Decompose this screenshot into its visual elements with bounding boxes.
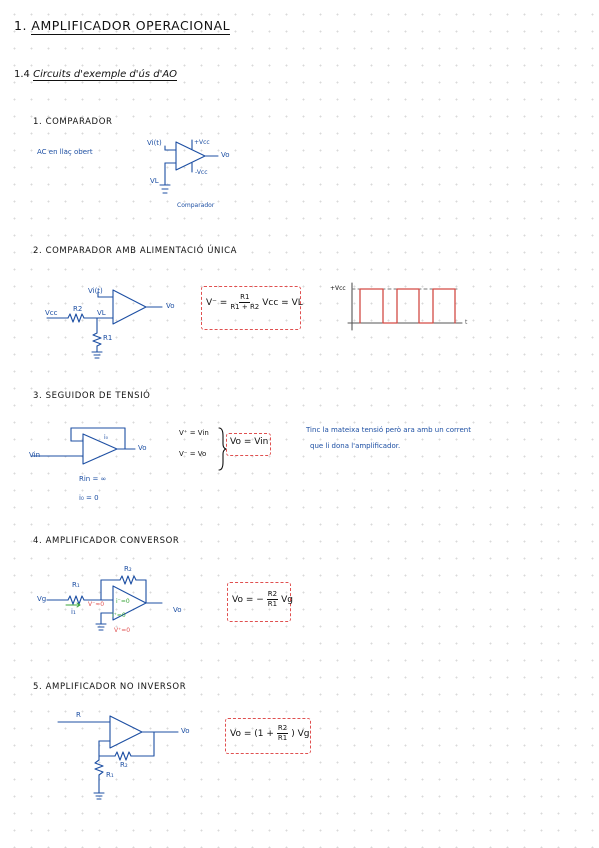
- inverting-rf-label: R₂: [124, 565, 132, 573]
- follower-condition-vminus: V⁻ = Vo: [179, 450, 207, 458]
- page-title: 1. AMPLIFICADOR OPERACIONAL: [14, 18, 231, 35]
- single-supply-vcc-label: Vcc: [45, 309, 58, 317]
- inverting-vminus-label: V⁻≈0: [88, 601, 105, 608]
- follower-rin-label: Rin = ∞: [79, 475, 107, 483]
- single-supply-equation-box: [201, 286, 301, 330]
- follower-io-zero-label: i₀ = 0: [79, 494, 99, 502]
- follower-condition-vplus: V⁺ = Vin: [179, 429, 209, 437]
- inverting-amplifier-circuit: [46, 575, 163, 631]
- inverting-vplus-label: V⁺=0: [114, 627, 131, 634]
- inverting-iminus-label: i⁻=0: [116, 598, 130, 605]
- follower-output-label: Vo: [138, 444, 147, 452]
- comparator-input-label: Vi(t): [147, 139, 162, 147]
- subtitle: 1.4 Circuits d'exemple d'ús d'AO: [14, 69, 178, 81]
- section-heading-comparador: 1. COMPARADOR: [33, 117, 113, 127]
- non-inverting-r1-label: R₁: [106, 771, 114, 779]
- inverting-current-arrows: [65, 602, 81, 608]
- follower-brace: [218, 427, 227, 471]
- follower-equation-box: [226, 433, 271, 456]
- section-heading-seguidor: 3. SEGUIDOR DE TENSIÓ: [33, 391, 151, 401]
- comparator-vcc-neg-label: -Vcc: [195, 169, 208, 176]
- follower-note-line-2: que li dona l'amplificador.: [310, 442, 401, 450]
- non-inverting-r2-label: R₂: [120, 761, 128, 769]
- inverting-i1-label: i₁: [71, 608, 76, 616]
- follower-equation: Vo = Vin: [230, 437, 269, 447]
- inverting-equation-box: [227, 582, 291, 622]
- non-inverting-output-label: Vo: [181, 727, 190, 735]
- plot-time-axis-label: t: [465, 319, 468, 326]
- follower-input-label: Vin: [29, 451, 41, 459]
- comparator-caption: Comparador: [177, 202, 215, 209]
- plot-vcc-label: +Vcc: [330, 285, 346, 292]
- comparator-output-label: Vo: [221, 151, 230, 159]
- follower-current-label: i₀: [104, 434, 109, 441]
- section-heading-conversor: 4. AMPLIFICADOR CONVERSOR: [33, 536, 180, 546]
- section-heading-comparador-alimentacio: 2. COMPARADOR AMB ALIMENTACIÓ ÚNICA: [33, 246, 238, 256]
- square-wave-plot: [347, 282, 463, 331]
- single-supply-r2-label: R2: [73, 305, 83, 313]
- single-supply-output-label: Vo: [166, 302, 175, 310]
- single-supply-vl-label: VL: [97, 309, 106, 317]
- comparator-circuit: [159, 139, 219, 194]
- inverting-iplus-label: i⁺=0: [112, 612, 126, 619]
- inverting-r1-label: R₁: [72, 581, 80, 589]
- single-supply-comparator-circuit: [46, 289, 163, 359]
- single-supply-r1-label: R1: [103, 334, 113, 342]
- inverting-output-label: Vo: [173, 606, 182, 614]
- inverting-vg-label: Vg: [37, 595, 47, 603]
- open-loop-note: AC en llaç obert: [37, 148, 93, 156]
- comparator-vcc-pos-label: +Vcc: [194, 139, 210, 146]
- section-heading-no-inversor: 5. AMPLIFICADOR NO INVERSOR: [33, 682, 187, 692]
- voltage-follower-circuit: [31, 427, 136, 465]
- non-inverting-amplifier-circuit: [57, 715, 179, 800]
- follower-note-line-1: Tinc la mateixa tensió però ara amb un c…: [306, 426, 471, 434]
- single-supply-input-label: Vi(t): [88, 287, 103, 295]
- non-inverting-r-label: R: [76, 711, 81, 719]
- comparator-vl-label: VL: [150, 177, 159, 185]
- non-inverting-equation-box: [225, 718, 311, 754]
